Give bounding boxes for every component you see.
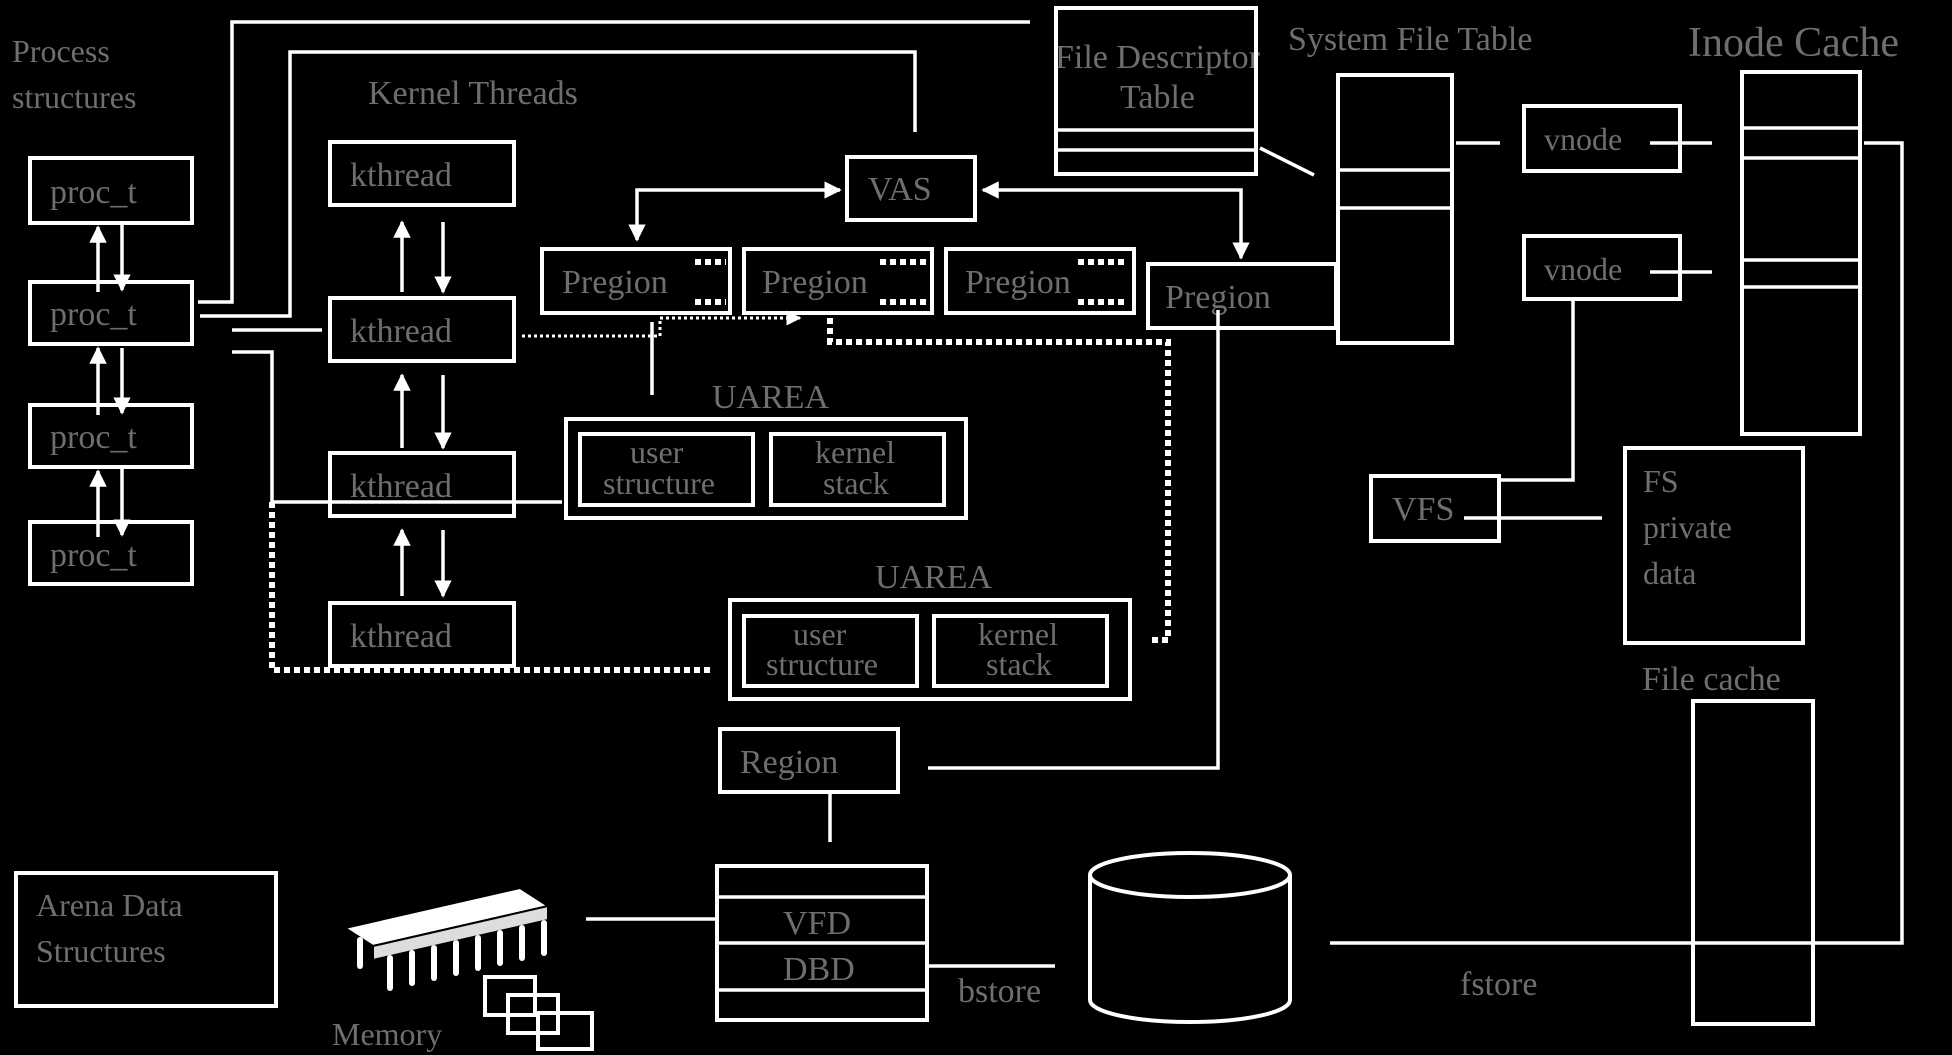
vnode-label: vnode	[1544, 121, 1622, 157]
pregion-label: Pregion	[562, 264, 668, 301]
pregion-links	[269, 310, 1171, 673]
kernel-threads-label: Kernel Threads	[368, 75, 578, 112]
vfs-box: VFS	[1369, 474, 1602, 543]
kthread-label: kthread	[350, 157, 452, 194]
uarea-box-1: user structure kernel stack	[564, 417, 968, 520]
pregion-label: Pregion	[965, 264, 1071, 301]
kernel-stack-box: kernel stack	[932, 614, 1109, 688]
pregion-label: Pregion	[1165, 279, 1271, 316]
user-structure-box: user structure	[742, 614, 919, 688]
proc-t-label: proc_t	[50, 537, 137, 574]
user-structure-label-line1: user	[630, 434, 684, 470]
proc-t-box-3: proc_t	[28, 403, 194, 469]
arena-label-line1: Arena Data	[36, 887, 183, 923]
user-structure-box: user structure	[578, 432, 755, 507]
uarea-box-2: user structure kernel stack	[728, 598, 1132, 701]
system-file-table	[1336, 73, 1500, 345]
kernel-stack-box: kernel stack	[769, 432, 946, 507]
proc-t-label: proc_t	[50, 174, 137, 211]
pregion-box-3: Pregion	[944, 247, 1136, 315]
vas-label: VAS	[868, 171, 932, 208]
kthread-box-4: kthread	[328, 601, 516, 668]
bstore-label: bstore	[958, 973, 1041, 1010]
process-structures-label-line1: Process	[12, 33, 110, 69]
region-label: Region	[740, 744, 838, 781]
vnode-label: vnode	[1544, 251, 1622, 287]
vas-arrows	[628, 181, 1250, 260]
pregion-box-4: Pregion	[1146, 262, 1338, 330]
file-cache-box	[1691, 699, 1815, 1026]
uarea-label-2: UAREA	[875, 559, 993, 596]
proc-t-label: proc_t	[50, 419, 137, 456]
memory-chip-icon	[342, 886, 594, 1051]
kernel-stack-label-line2: stack	[986, 646, 1052, 682]
fs-private-data-box: FS private data	[1623, 446, 1805, 645]
vas-box: VAS	[845, 155, 977, 222]
fs-private-label-line1: FS	[1643, 463, 1679, 499]
proc-t-box-4: proc_t	[28, 520, 194, 586]
user-structure-label-line1: user	[793, 616, 847, 652]
kernel-stack-label-line1: kernel	[978, 616, 1058, 652]
kthread-label: kthread	[350, 313, 452, 350]
vfd-label: VFD	[783, 905, 851, 942]
region-box: Region	[718, 310, 1220, 842]
fs-private-label-line2: private	[1643, 509, 1732, 545]
kernel-stack-label-line2: stack	[823, 465, 889, 501]
pregion-box-2: Pregion	[742, 247, 934, 315]
vnode-box-1: vnode	[1522, 104, 1712, 173]
memory-label: Memory	[332, 1016, 442, 1052]
proc-t-arrows	[89, 225, 131, 537]
file-descriptor-table	[1054, 6, 1315, 177]
arena-data-structures-box: Arena Data Structures	[14, 871, 278, 1008]
user-structure-label-line2: structure	[766, 646, 878, 682]
file-descriptor-label-line2: Table	[1120, 79, 1195, 116]
file-descriptor-label-line1: File Descriptor	[1055, 39, 1261, 76]
inode-cache-label: Inode Cache	[1688, 20, 1899, 66]
kthread-box-1: kthread	[328, 140, 516, 207]
pregion-box-1: Pregion	[540, 247, 732, 315]
proc-t-connectors	[198, 20, 1030, 504]
arena-label-line2: Structures	[36, 933, 166, 969]
proc-t-box-2: proc_t	[28, 280, 194, 346]
kthread-box-3: kthread	[328, 451, 516, 518]
uarea-label-1: UAREA	[712, 379, 830, 416]
pregion-label: Pregion	[762, 264, 868, 301]
kthread-box-2: kthread	[328, 296, 516, 363]
kernel-stack-label-line1: kernel	[815, 434, 895, 470]
file-cache-label: File cache	[1642, 661, 1781, 698]
proc-t-box-1: proc_t	[28, 156, 194, 225]
system-file-table-label: System File Table	[1288, 21, 1532, 58]
user-structure-label-line2: structure	[603, 465, 715, 501]
fs-private-label-line3: data	[1643, 555, 1696, 591]
dbd-label: DBD	[783, 951, 855, 988]
kthread-arrows	[393, 220, 452, 598]
fstore-label: fstore	[1460, 966, 1537, 1003]
kthread-label: kthread	[350, 618, 452, 655]
inode-cache-table	[1330, 70, 1904, 945]
vfd-dbd-table: VFD DBD	[586, 864, 1055, 1022]
proc-t-label: proc_t	[50, 296, 137, 333]
process-structures-label-line2: structures	[12, 79, 136, 115]
kthread-label: kthread	[350, 468, 452, 505]
vfs-label: VFS	[1392, 491, 1454, 528]
vnode-box-2: vnode	[1500, 234, 1712, 482]
disk-icon	[1088, 851, 1292, 1024]
